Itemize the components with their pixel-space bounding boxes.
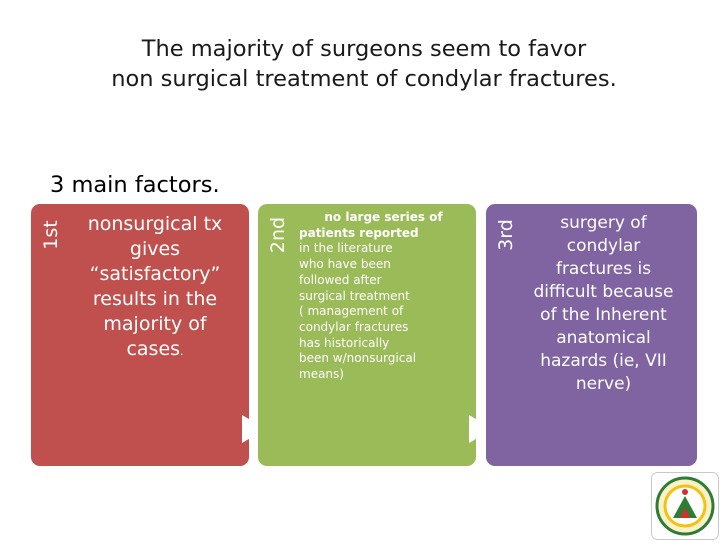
text-line: surgery of bbox=[560, 213, 647, 233]
title-line-2: non surgical treatment of condylar fract… bbox=[111, 66, 617, 92]
text-line: been w/nonsurgical bbox=[299, 351, 417, 366]
text-line: anatomical bbox=[556, 328, 651, 348]
institution-seal-icon bbox=[651, 472, 719, 540]
text-line: gives bbox=[129, 238, 181, 260]
text-line: nerve) bbox=[575, 374, 632, 394]
factor-box-1: 1st nonsurgical tx gives “satisfactory” … bbox=[31, 204, 249, 466]
factor-text-3: surgery of condylar fractures is difficu… bbox=[514, 212, 693, 396]
text-line: hazards (ie, VII bbox=[540, 351, 667, 371]
text-line: surgical treatment bbox=[299, 288, 410, 303]
text-line: majority of bbox=[103, 313, 207, 335]
factor-ordinal-1: 1st bbox=[40, 220, 62, 250]
title-line-1: The majority of surgeons seem to favor bbox=[141, 36, 587, 62]
text-line: who have been bbox=[299, 257, 391, 272]
text-line: means) bbox=[299, 367, 344, 382]
text-line: no large series of bbox=[324, 210, 443, 224]
slide-title: The majority of surgeons seem to favor n… bbox=[40, 34, 688, 94]
text-line: followed after bbox=[299, 272, 382, 287]
text-line: condylar bbox=[566, 236, 641, 256]
factor-ordinal-2: 2nd bbox=[267, 216, 289, 254]
text-line: ( management of bbox=[299, 304, 404, 319]
text-line: cases. bbox=[126, 338, 184, 360]
text-line: results in the bbox=[92, 288, 218, 310]
text-line: has historically bbox=[299, 335, 390, 350]
text-line: difficult because bbox=[533, 282, 674, 302]
text-line: of the Inherent bbox=[540, 305, 667, 325]
text-line: in the literature bbox=[299, 241, 393, 256]
factor-text-2: no large series of patients reported in … bbox=[299, 210, 468, 383]
subheading: 3 main factors. bbox=[50, 172, 220, 198]
text-line: patients reported bbox=[299, 225, 419, 240]
text-line: nonsurgical tx bbox=[87, 213, 223, 235]
factor-text-1: nonsurgical tx gives “satisfactory” resu… bbox=[69, 212, 241, 364]
text-line: fractures is bbox=[555, 259, 652, 279]
text-line: “satisfactory” bbox=[89, 263, 221, 285]
factor-box-2: 2nd no large series of patients reported… bbox=[258, 204, 476, 466]
factor-box-3: 3rd surgery of condylar fractures is dif… bbox=[486, 204, 697, 466]
text-line: condylar fractures bbox=[299, 319, 409, 334]
